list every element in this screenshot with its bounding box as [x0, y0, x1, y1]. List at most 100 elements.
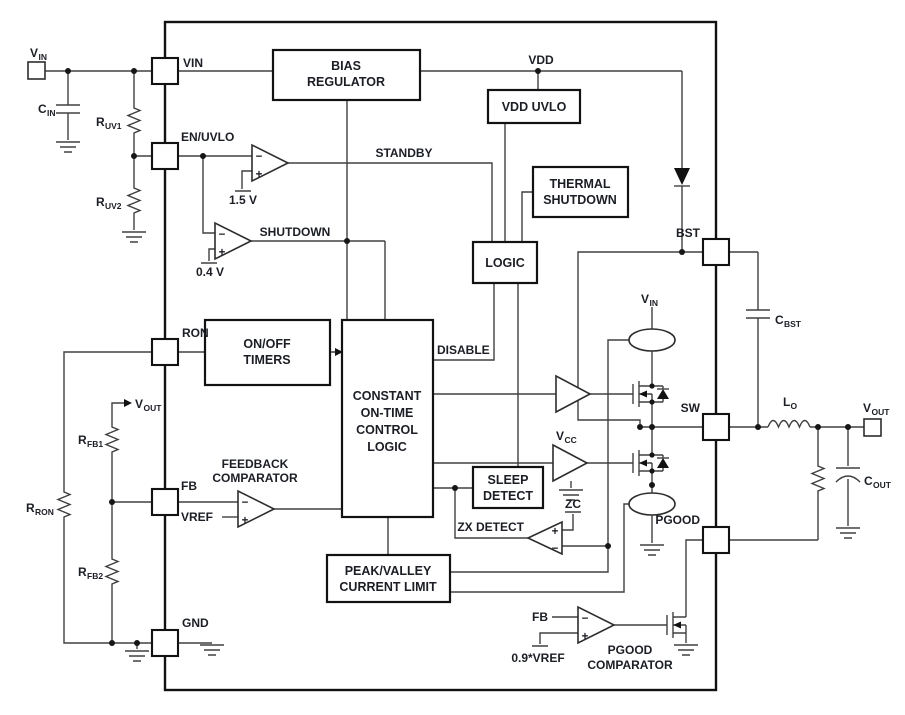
wires-logic-outputs	[433, 283, 519, 467]
zx-detect-comparator: + −	[526, 520, 563, 556]
label-vref: VREF	[181, 510, 213, 524]
label-0p9vref: 0.9*VREF	[511, 651, 564, 665]
resistor-ruv1	[127, 104, 141, 138]
label-vin-hs-sub: IN	[650, 298, 659, 308]
label-0p4v: 0.4 V	[196, 265, 224, 279]
pgood-comparator-minus: −	[582, 613, 589, 625]
label-vout-term-sub: OUT	[872, 407, 891, 417]
label-vout-fb-main: V	[135, 397, 143, 411]
wires-bottom-left-external	[63, 351, 212, 649]
label-lo-main: L	[783, 395, 790, 409]
label-vin-term-sub: IN	[39, 52, 48, 62]
feedback-comparator-label-2: COMPARATOR	[212, 471, 298, 485]
cot-label-2: ON-TIME	[361, 406, 414, 420]
label-1p5v: 1.5 V	[229, 193, 257, 207]
label-cbst-main: C	[775, 313, 784, 327]
block-on-off-timers: ON/OFF TIMERS	[203, 318, 332, 387]
label-cin-main: C	[38, 102, 47, 116]
pin-pgood	[701, 525, 731, 555]
pin-label-fb: FB	[181, 479, 197, 493]
label-cin-sub: IN	[47, 108, 56, 118]
pin-label-bst: BST	[676, 226, 701, 240]
enable-comparator: − +	[251, 143, 290, 183]
terminal-vin	[27, 61, 46, 80]
highside-current-sensor	[628, 328, 676, 352]
bootstrap-diode	[674, 168, 690, 187]
block-logic: LOGIC	[471, 240, 539, 285]
resistor-pgood-pullup	[811, 462, 825, 496]
pin-sw	[701, 412, 731, 442]
highside-mosfet	[632, 375, 670, 413]
logic-label: LOGIC	[485, 256, 525, 270]
label-vcc-sub: CC	[565, 435, 577, 445]
label-rfb1-main: R	[78, 433, 87, 447]
label-vcc-main: V	[556, 429, 564, 443]
label-rfb2-sub: FB2	[87, 571, 103, 581]
label-rron-main: R	[26, 501, 35, 515]
label-shutdown: SHUTDOWN	[260, 225, 331, 239]
label-ruv2-main: R	[96, 195, 105, 209]
label-cout-main: C	[864, 474, 873, 488]
bias-regulator-label-2: REGULATOR	[307, 75, 385, 89]
ground-symbols	[55, 141, 861, 662]
junction-dots	[65, 68, 851, 646]
vdd-uvlo-label: VDD UVLO	[502, 100, 567, 114]
block-current-limit: PEAK/VALLEY CURRENT LIMIT	[325, 553, 452, 604]
timers-label-2: TIMERS	[243, 353, 290, 367]
label-vout-fb-sub: OUT	[144, 403, 163, 413]
pgood-mosfet	[666, 606, 687, 644]
wires-pgood	[532, 427, 819, 647]
label-zc: ZC	[565, 497, 581, 511]
pin-bst	[701, 237, 731, 267]
comparator-labels: FEEDBACK COMPARATOR PGOOD COMPARATOR	[212, 457, 673, 672]
pin-labels: VIN EN/UVLO RON FB GND BST SW PGOOD	[181, 56, 701, 630]
label-disable: DISABLE	[437, 343, 490, 357]
label-lo-sub: O	[791, 401, 798, 411]
label-vout-term-main: V	[863, 401, 871, 415]
pin-label-ron: RON	[182, 326, 209, 340]
label-fb-pgood: FB	[532, 610, 548, 624]
timers-label-1: ON/OFF	[243, 337, 291, 351]
label-vdd: VDD	[528, 53, 554, 67]
cot-label-4: LOGIC	[367, 440, 407, 454]
feedback-comparator-label-1: FEEDBACK	[222, 457, 289, 471]
thermal-shutdown-label-2: SHUTDOWN	[543, 193, 617, 207]
label-rfb1-sub: FB1	[87, 439, 103, 449]
wires-current-sense	[450, 339, 629, 593]
bias-regulator-label-1: BIAS	[331, 59, 361, 73]
enable-comparator-minus: −	[256, 151, 263, 163]
enable-comparator-plus: +	[256, 169, 263, 181]
shutdown-comparator-plus: +	[219, 247, 226, 259]
current-limit-label-1: PEAK/VALLEY	[345, 564, 432, 578]
block-vdd-uvlo: VDD UVLO	[486, 88, 582, 125]
resistor-rfb1	[105, 423, 119, 457]
thermal-shutdown-label-1: THERMAL	[549, 177, 610, 191]
pin-fb	[150, 487, 180, 517]
block-bias-regulator: BIAS REGULATOR	[271, 48, 422, 102]
resistor-ruv2	[127, 184, 141, 218]
resistor-rfb2	[105, 555, 119, 589]
feedback-comparator-plus: +	[242, 515, 249, 527]
terminal-vout	[863, 418, 882, 437]
component-labels: V IN C IN R UV1 R UV2 R RON R FB1 R FB2 …	[26, 46, 892, 581]
label-cout-sub: OUT	[873, 480, 892, 490]
cot-label-1: CONSTANT	[353, 389, 422, 403]
block-cot-control-logic: CONSTANT ON-TIME CONTROL LOGIC	[340, 318, 435, 519]
lowside-current-sensor	[628, 492, 676, 516]
label-zx-detect: ZX DETECT	[457, 520, 524, 534]
pin-ron	[150, 337, 180, 367]
label-ruv1-sub: UV1	[105, 121, 122, 131]
highside-gate-driver	[555, 374, 592, 414]
wires-feedback	[178, 501, 342, 518]
block-thermal-shutdown: THERMAL SHUTDOWN	[531, 165, 630, 219]
wires-output-stage	[729, 251, 864, 526]
resistor-rron	[57, 488, 71, 522]
label-rfb2-main: R	[78, 565, 87, 579]
zx-comparator-minus: −	[552, 543, 559, 555]
pgood-comparator-label-1: PGOOD	[608, 643, 653, 657]
pgood-comparator-label-2: COMPARATOR	[587, 658, 673, 672]
label-cbst-sub: BST	[784, 319, 802, 329]
pin-label-vin: VIN	[183, 56, 203, 70]
